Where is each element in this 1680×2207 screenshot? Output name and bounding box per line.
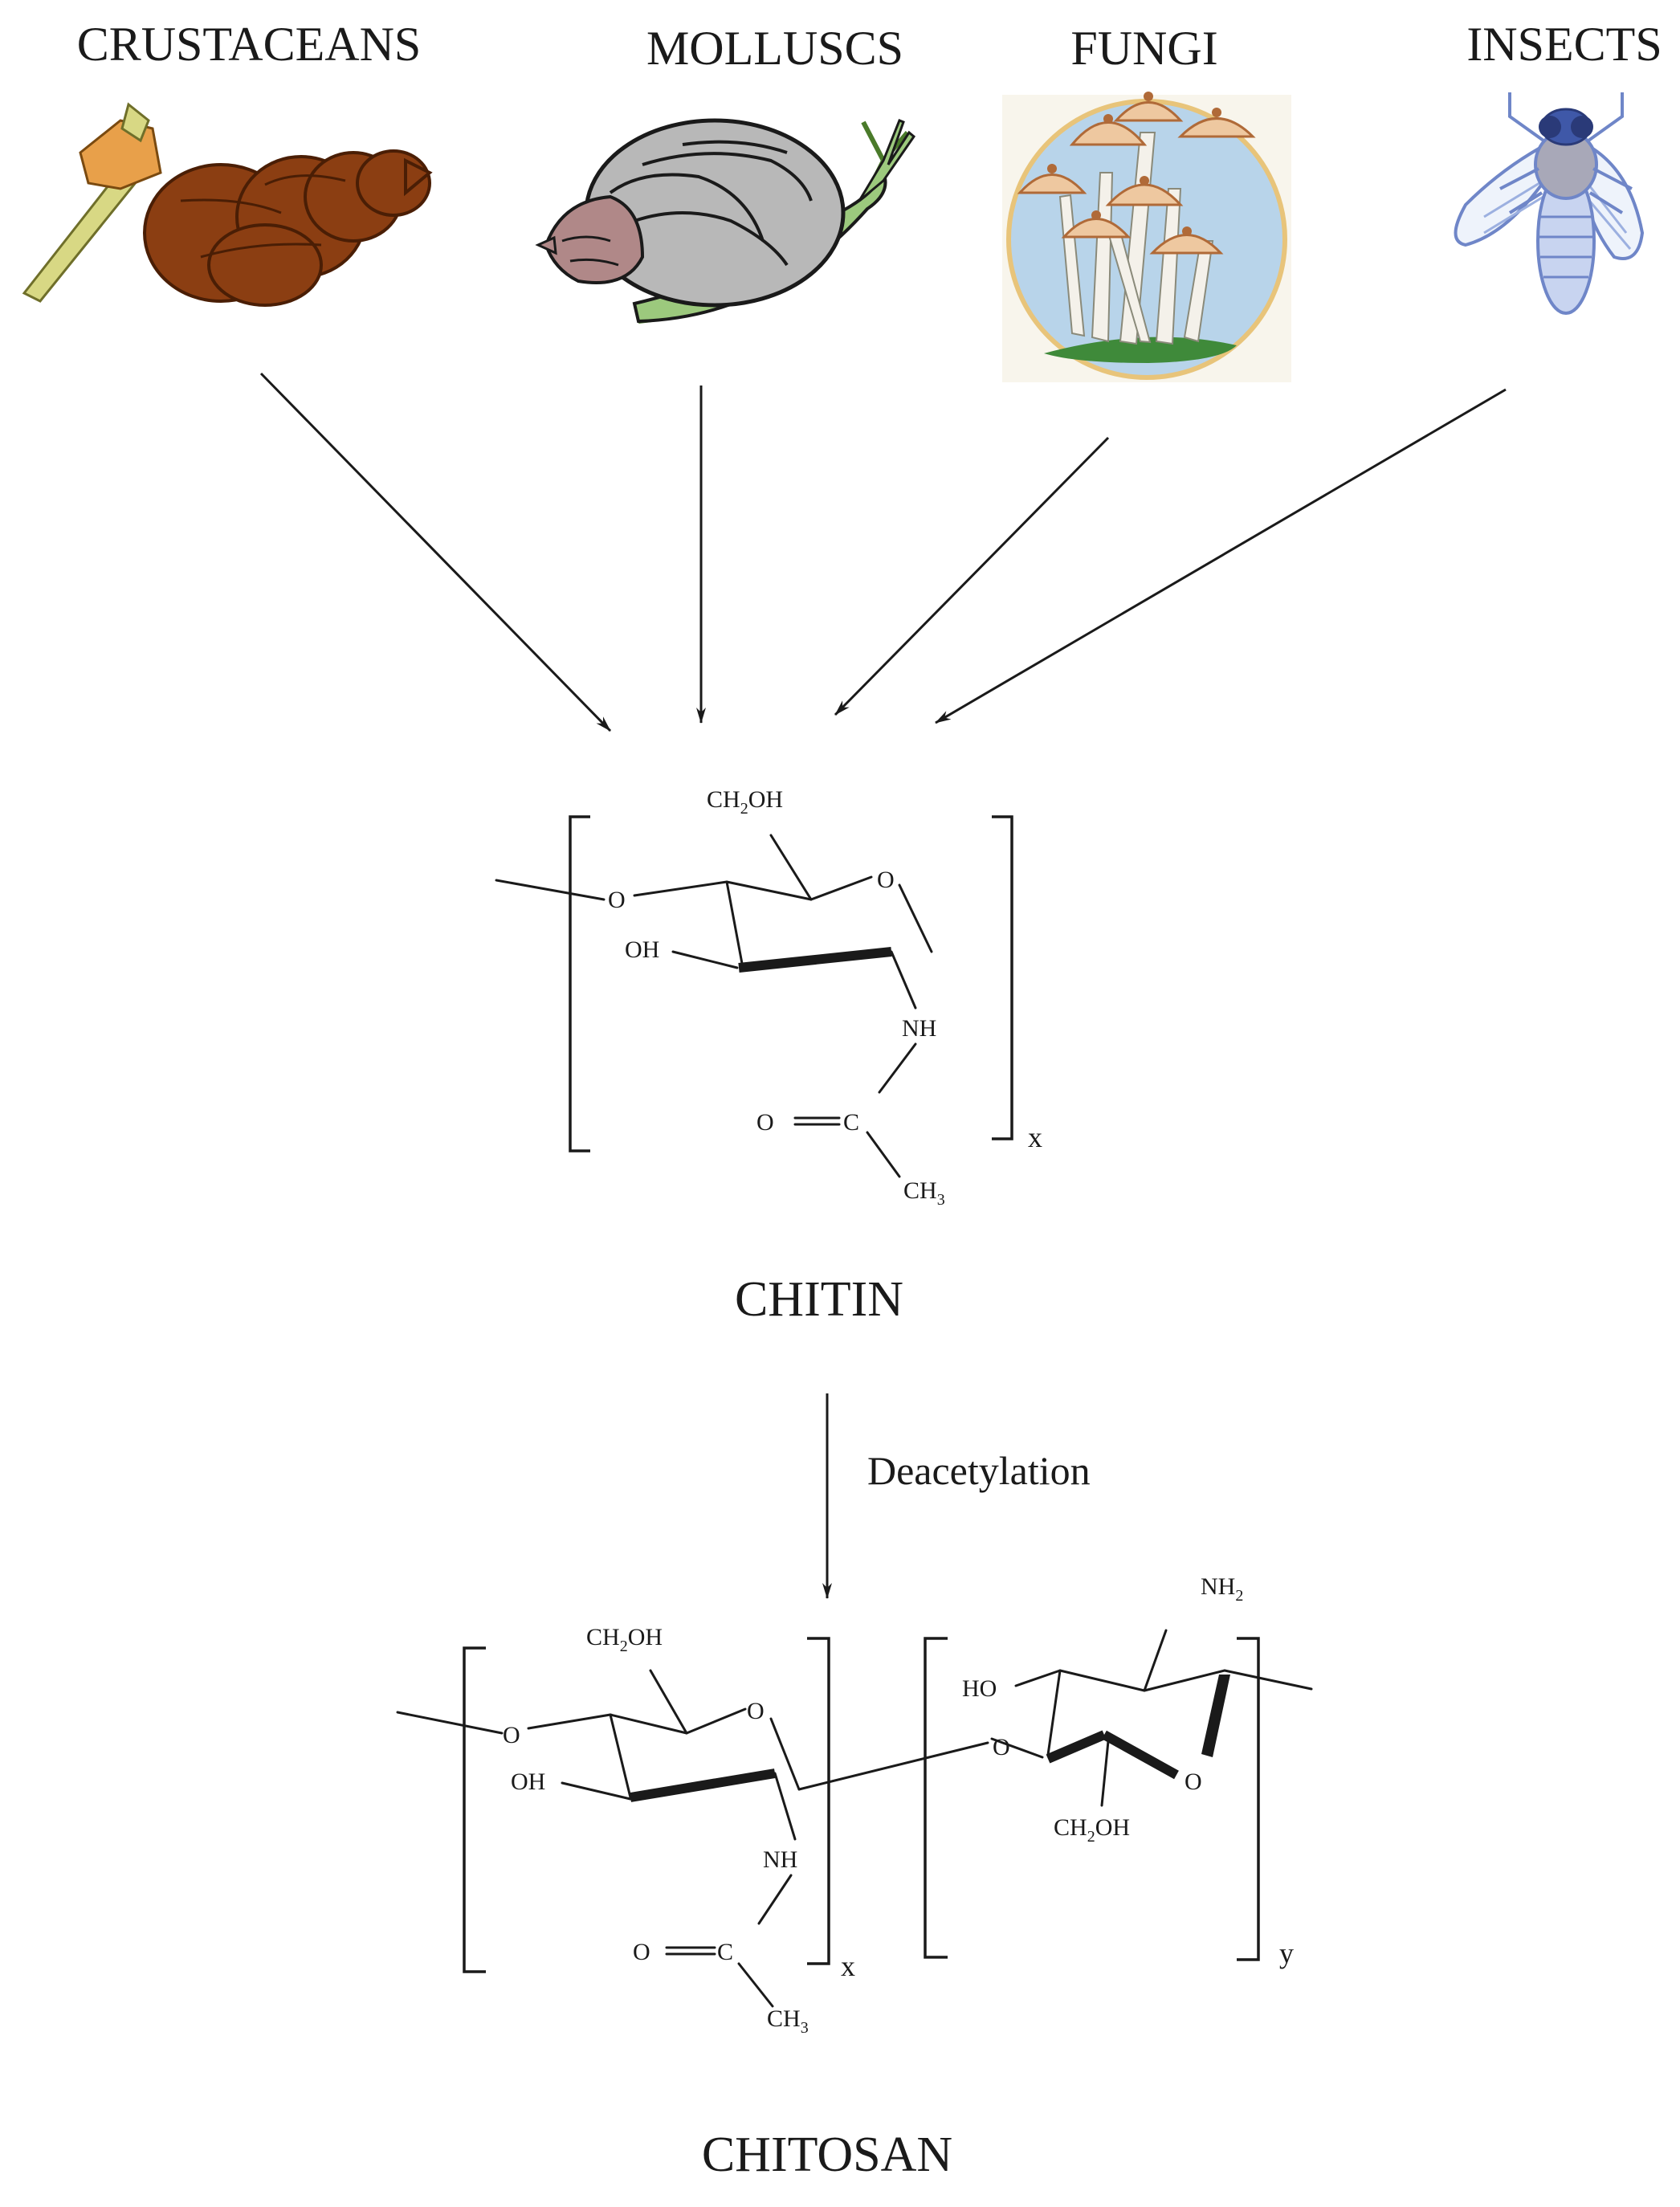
source-label-crustaceans: CRUSTACEANS <box>77 18 422 71</box>
chitosan-y-index: y <box>1279 1937 1294 1969</box>
source-label-molluscs: MOLLUSCS <box>646 22 903 75</box>
chitosan-left-carbon: C <box>717 1939 733 1965</box>
chitosan-left-ch2oh: CH2OH <box>586 1624 663 1655</box>
chitin-ch2oh: CH2OH <box>707 786 783 818</box>
chitin-carbonyl-oxygen: O <box>756 1109 774 1136</box>
chitosan-left-hydroxyl: OH <box>511 1768 545 1795</box>
chitosan-right-ring-oxygen: O <box>1185 1768 1202 1795</box>
chitosan-left-ring-oxygen: O <box>747 1698 765 1724</box>
chitosan-right-ho: HO <box>962 1675 997 1702</box>
chitin-structure: x CH2OH O O OH NH O C CH3 <box>495 786 1042 1209</box>
chitosan-left-ch3: CH3 <box>767 2005 809 2037</box>
source-label-fungi: FUNGI <box>1070 22 1217 75</box>
arrow-crustaceans-to-chitin <box>259 372 612 732</box>
chitosan-right-bracket-x <box>807 1637 830 1965</box>
chitosan-right-bridge-oxygen: O <box>993 1734 1010 1760</box>
chitosan-right-nh2: NH2 <box>1201 1573 1243 1605</box>
chitosan-left-carbonyl-oxygen: O <box>633 1939 650 1965</box>
arrow-insects-to-chitin <box>935 388 1507 724</box>
chitin-ch3: CH3 <box>903 1177 945 1209</box>
chitosan-name: CHITOSAN <box>702 2127 952 2182</box>
chitosan-right-bracket-y <box>1237 1637 1260 1961</box>
chitosan-left-bracket-y <box>924 1637 948 1959</box>
chitosan-structure: x y CH2OH O O OH NH O C CH3 <box>396 1573 1313 2037</box>
chitosan-left-bracket-x <box>463 1646 486 1973</box>
chitosan-left-link-oxygen: O <box>503 1722 520 1748</box>
mushrooms-icon <box>1002 92 1291 382</box>
chitin-right-bracket <box>992 815 1013 1140</box>
chitin-link-oxygen: O <box>608 887 626 913</box>
chitin-ring-oxygen: O <box>877 867 895 893</box>
chitin-nh: NH <box>902 1015 936 1042</box>
chitosan-x-index: x <box>841 1950 855 1982</box>
deacetylation-label: Deacetylation <box>867 1448 1091 1493</box>
chitin-repeat-index: x <box>1028 1121 1042 1153</box>
chitin-name: CHITIN <box>735 1272 903 1327</box>
chitin-hydroxyl: OH <box>625 936 659 963</box>
chitin-carbon: C <box>843 1109 859 1136</box>
chitosan-right-ch2oh: CH2OH <box>1054 1814 1130 1846</box>
chitin-left-bracket <box>569 815 590 1152</box>
arrow-fungi-to-chitin <box>834 436 1110 716</box>
fly-icon <box>1454 92 1645 315</box>
chitosan-left-nh: NH <box>763 1846 797 1873</box>
crustacean-shell-icon <box>22 102 433 307</box>
source-label-insects: INSECTS <box>1466 18 1662 71</box>
snail-icon <box>535 118 916 324</box>
